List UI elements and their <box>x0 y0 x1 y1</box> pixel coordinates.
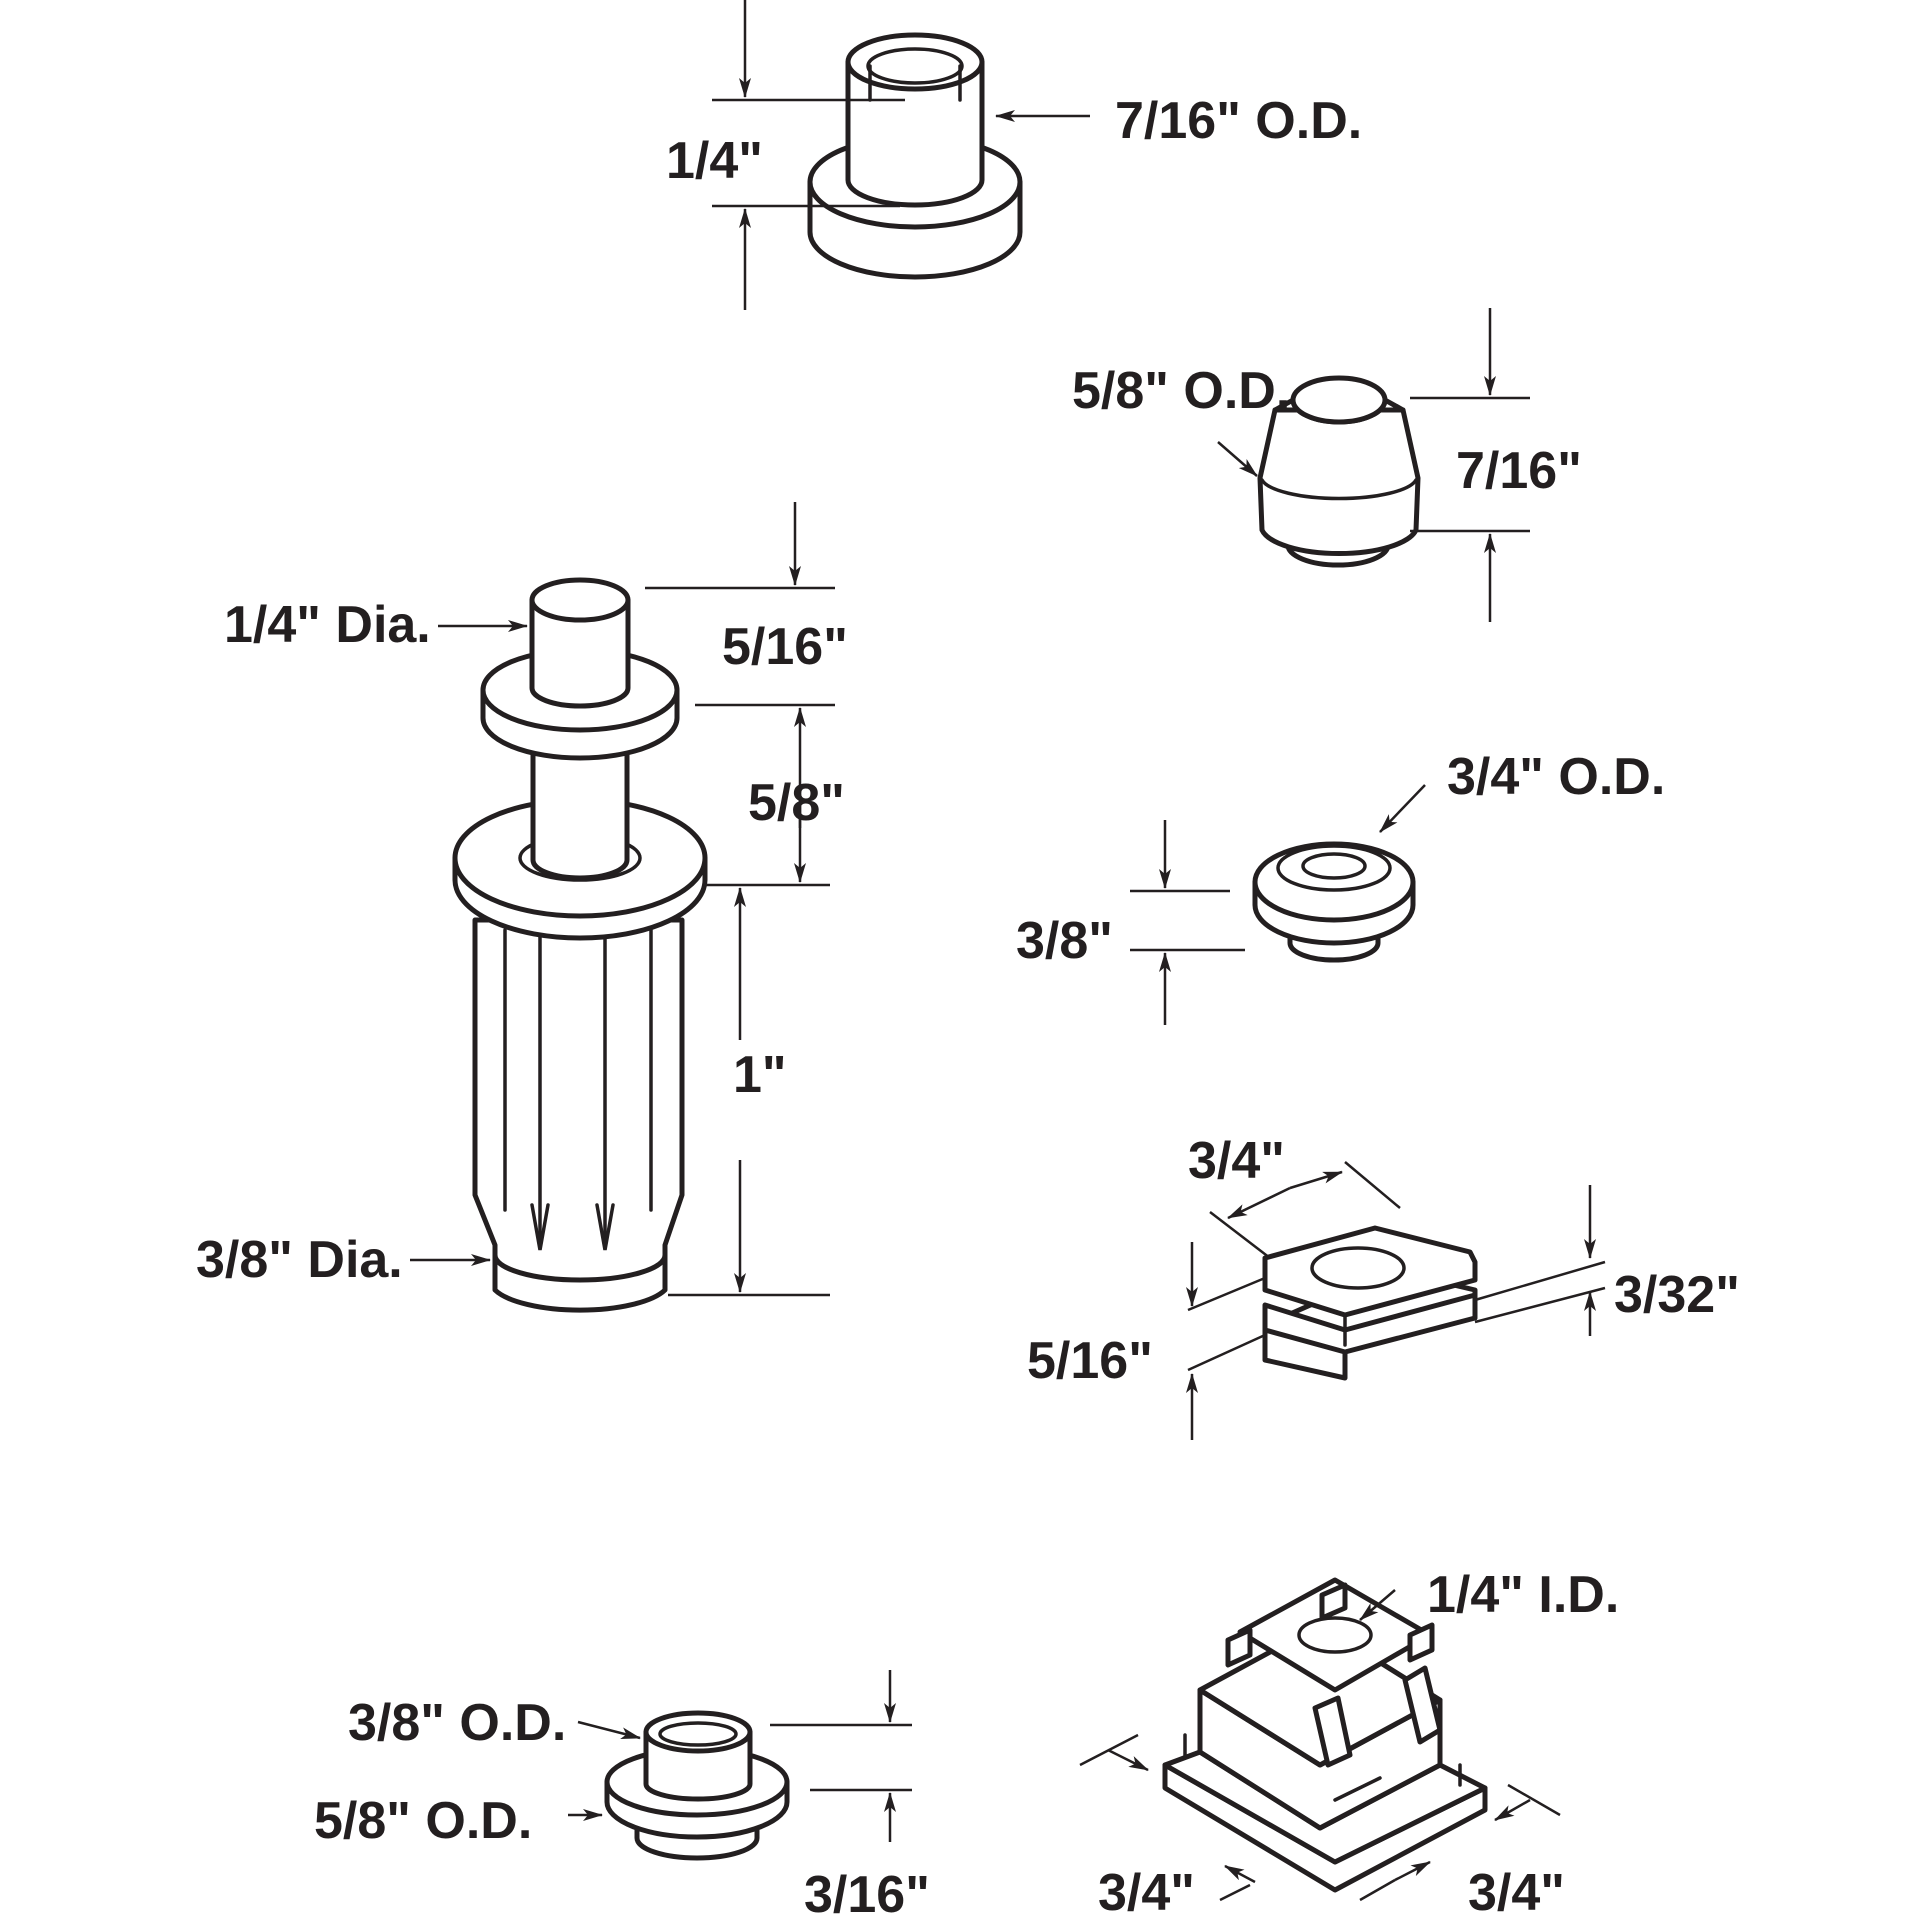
dimension-flat-roller <box>1130 784 1426 1025</box>
label-nut-plate-height: 5/16" <box>1027 1332 1153 1390</box>
label-bracket-depth: 3/4" <box>1468 1864 1565 1920</box>
dimension-small-bushing <box>568 1670 912 1842</box>
dimension-stepped-pin <box>410 502 835 1297</box>
dimension-nut-plate <box>1186 1161 1606 1440</box>
label-bushing-height: 1/4" <box>666 132 763 190</box>
barrel-roller <box>1257 375 1421 568</box>
label-barrel-height: 7/16" <box>1456 442 1582 500</box>
label-nut-plate-slot: 3/32" <box>1614 1266 1740 1324</box>
label-small-bushing-base-od: 5/8" O.D. <box>314 1792 532 1850</box>
label-small-bushing-height: 3/16" <box>804 1866 930 1920</box>
label-bushing-od: 7/16" O.D. <box>1115 92 1362 150</box>
label-bracket-id: 1/4" I.D. <box>1427 1566 1619 1624</box>
label-barrel-od: 5/8" O.D. <box>1072 362 1290 420</box>
label-pin-neck-height: 5/8" <box>748 774 845 832</box>
stepped-pin <box>452 577 708 1313</box>
dimension-bracket-block <box>1079 1589 1561 1902</box>
label-bracket-width: 3/4" <box>1098 1864 1195 1920</box>
dimension-bushing-top <box>712 0 1090 310</box>
slotted-nut-plate <box>1262 1225 1478 1381</box>
label-pin-tip-height: 5/16" <box>722 618 848 676</box>
small-bushing <box>604 1710 790 1861</box>
label-pin-tip-dia: 1/4" Dia. <box>224 596 431 654</box>
dimension-barrel-roller <box>1217 308 1530 622</box>
label-pin-shank-length: 1" <box>733 1046 787 1104</box>
label-flat-roller-height: 3/8" <box>1016 912 1113 970</box>
flanged-bushing-top <box>807 32 1023 280</box>
bracket-block <box>1162 1577 1488 1893</box>
label-nut-plate-width: 3/4" <box>1188 1132 1285 1190</box>
label-small-bushing-top-od: 3/8" O.D. <box>348 1694 566 1752</box>
label-pin-shank-dia: 3/8" Dia. <box>196 1231 403 1289</box>
flat-roller <box>1252 841 1416 963</box>
label-flat-roller-od: 3/4" O.D. <box>1447 748 1665 806</box>
